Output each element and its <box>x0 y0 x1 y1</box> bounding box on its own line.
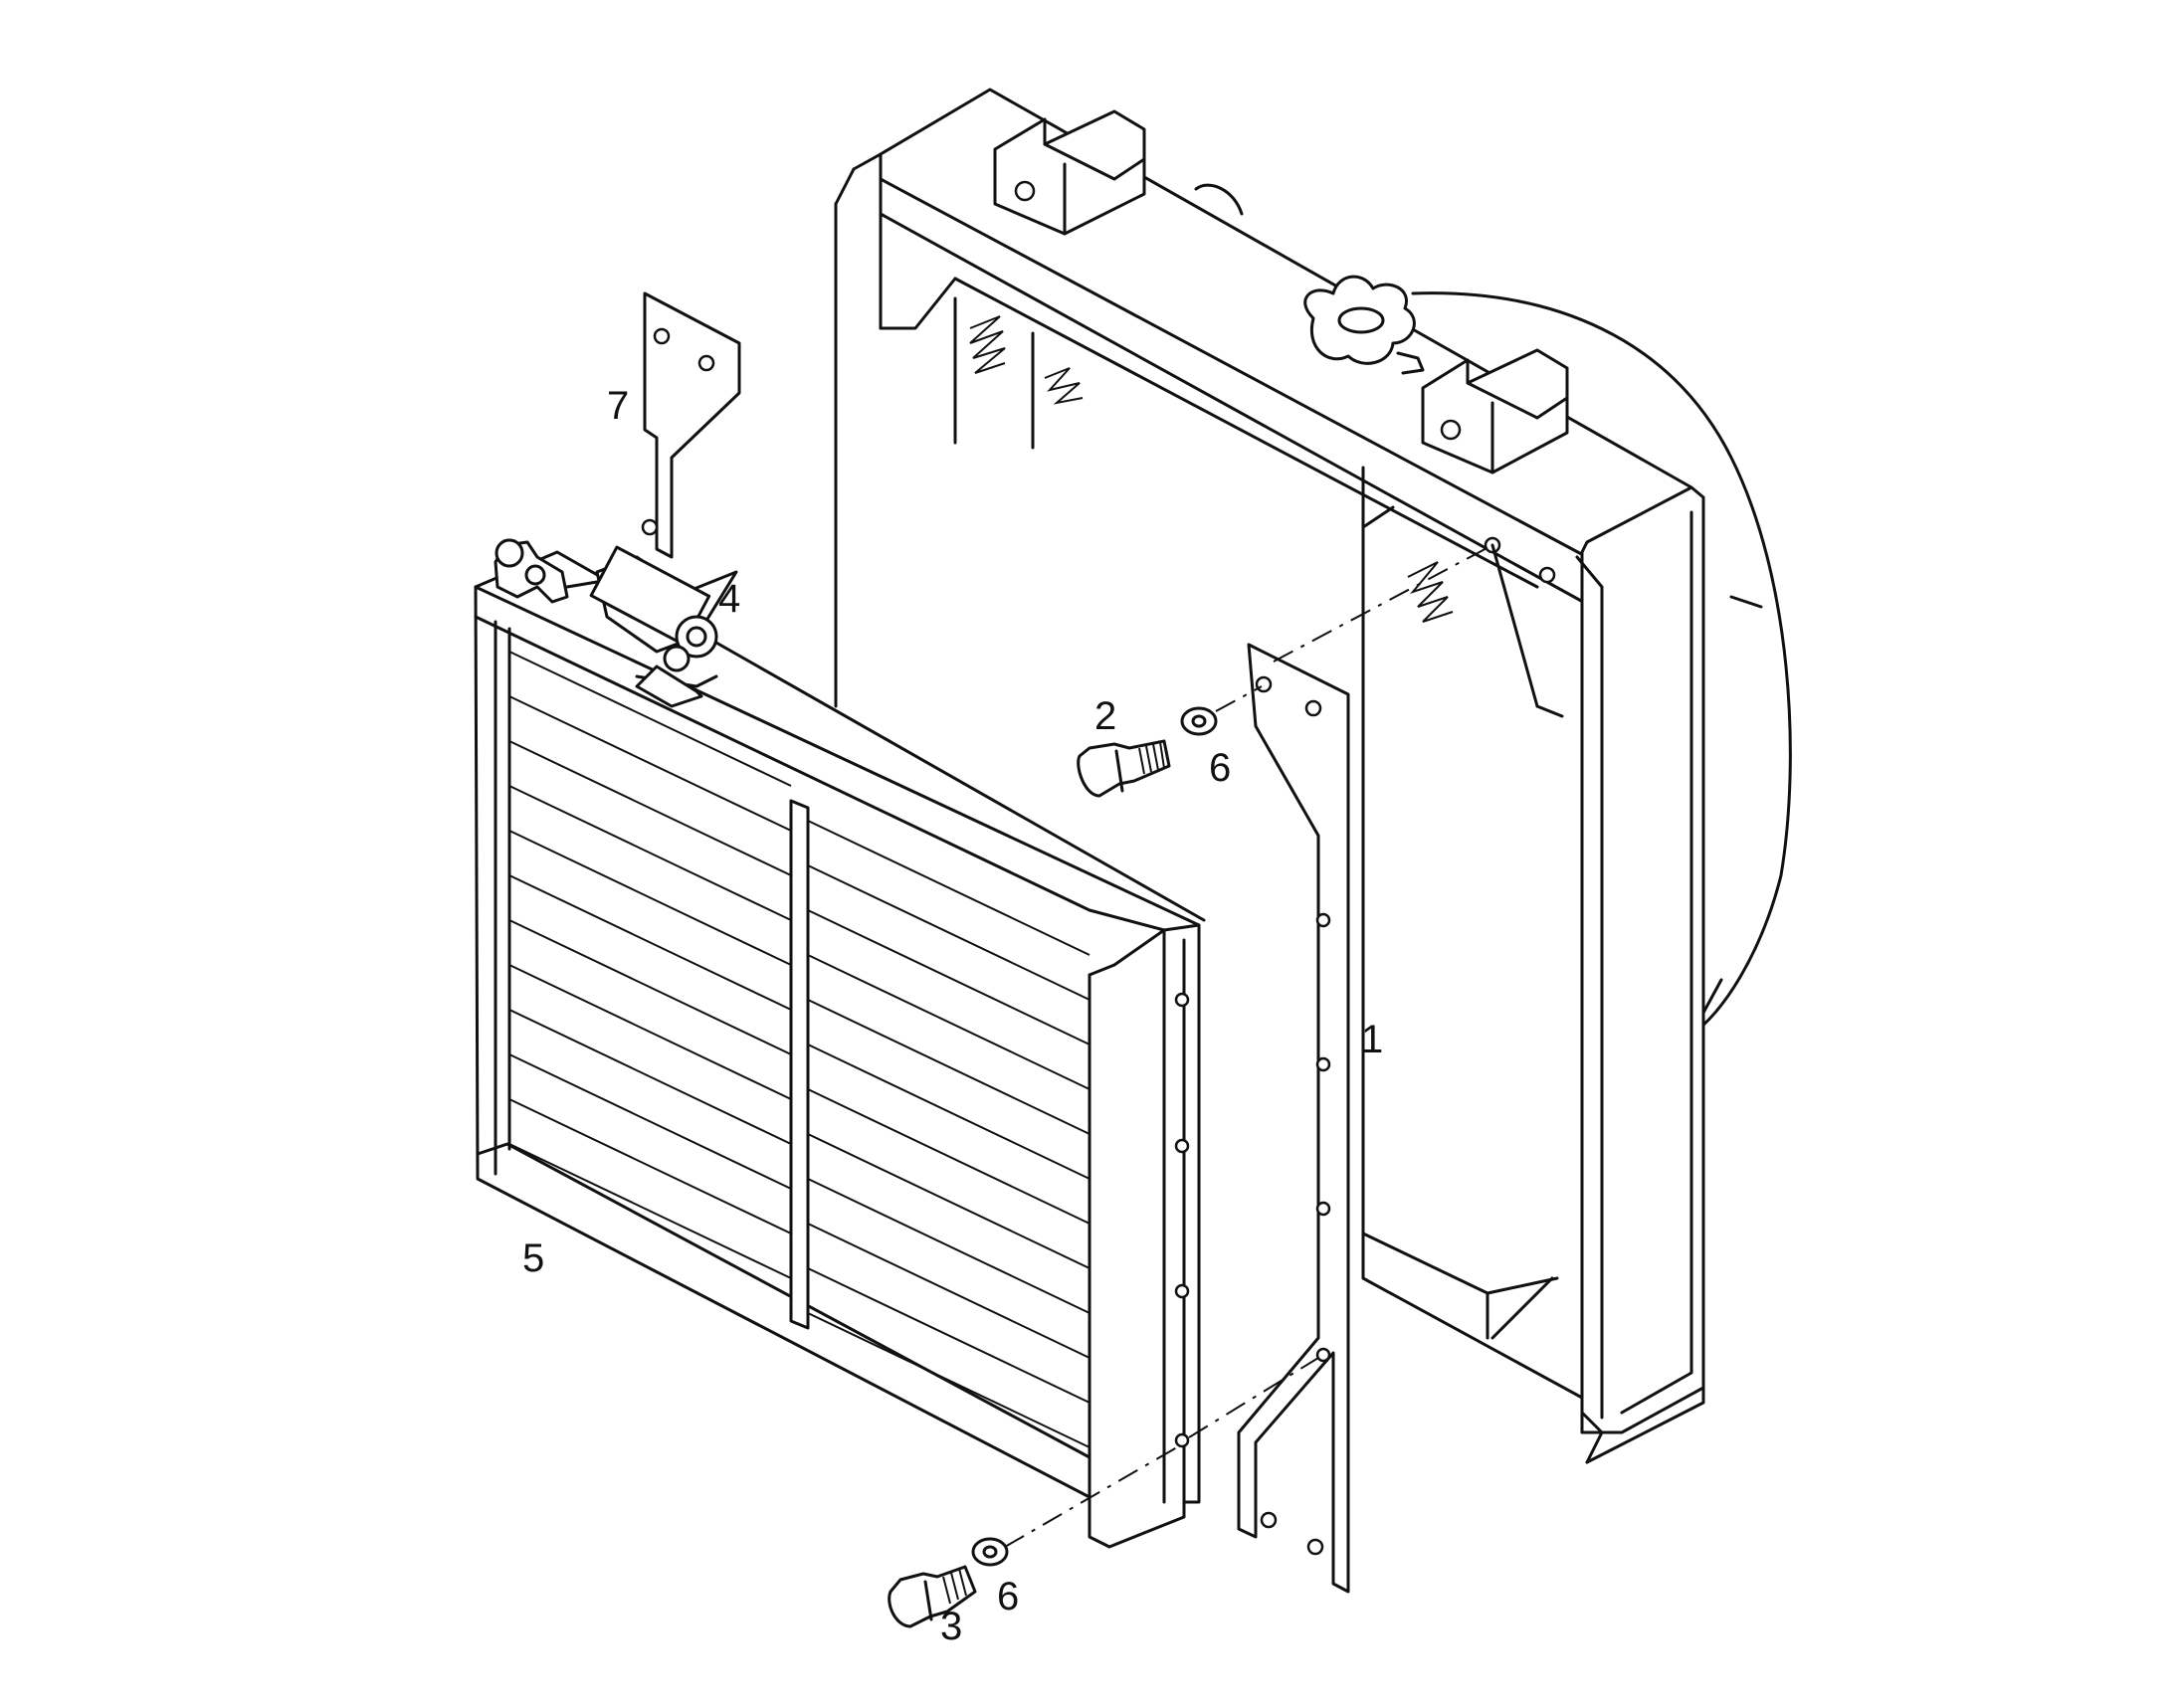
mounting-bracket-right <box>1421 348 1569 474</box>
washer-6-upper <box>1180 706 1218 736</box>
callout-part-2: 2 <box>1094 694 1117 738</box>
assembly-centerlines <box>1004 544 1493 1548</box>
callout-part-5: 5 <box>522 1236 545 1280</box>
shutter-assembly-5 <box>474 550 1206 1549</box>
callout-part-6-upper: 6 <box>1209 746 1232 790</box>
side-plate-1 <box>1237 643 1350 1594</box>
filler-cap <box>1303 275 1425 375</box>
bolt-3 <box>888 1565 977 1628</box>
callout-part-3: 3 <box>940 1605 963 1648</box>
callout-part-4: 4 <box>718 577 741 621</box>
bracket-7 <box>641 291 741 559</box>
radiator-assembly <box>834 88 1792 1464</box>
radiator-right-tank <box>1580 485 1705 1434</box>
callout-part-1: 1 <box>1361 1018 1384 1061</box>
actuator-4 <box>494 538 738 708</box>
callout-part-6-lower: 6 <box>997 1575 1020 1618</box>
shutter-louvers <box>508 651 1090 1448</box>
callout-part-7: 7 <box>607 384 630 428</box>
mounting-bracket-left <box>993 109 1146 236</box>
fan-shroud <box>1411 291 1792 1037</box>
washer-6-lower <box>971 1537 1009 1567</box>
shutter-center-divider <box>789 799 810 1330</box>
shutter-frame <box>474 585 1201 1549</box>
bolt-2 <box>1077 739 1171 798</box>
